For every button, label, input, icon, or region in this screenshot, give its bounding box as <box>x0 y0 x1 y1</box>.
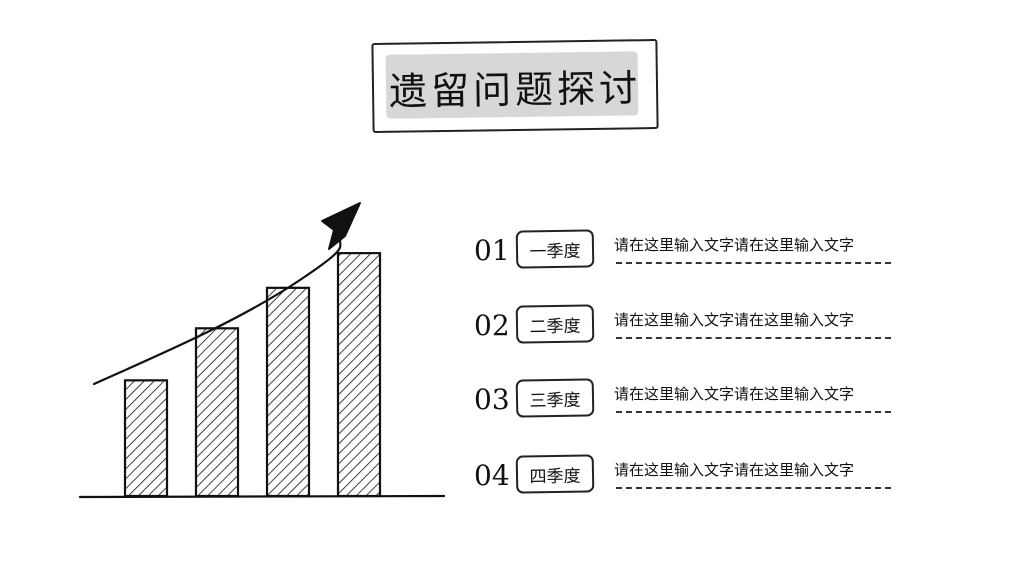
quarter-badge: 二季度 <box>515 304 595 344</box>
chart-baseline <box>78 494 446 499</box>
trend-arrow-line <box>92 230 345 386</box>
trend-arrow-head-icon <box>321 202 361 250</box>
dashed-underline <box>616 337 891 339</box>
quarter-badge: 四季度 <box>515 454 595 494</box>
bar-3 <box>265 286 311 498</box>
dashed-underline <box>616 411 891 413</box>
item-text: 请在这里输入文字请在这里输入文字 <box>614 461 855 479</box>
list-item: 02 二季度 请在这里输入文字请在这里输入文字 <box>474 304 904 355</box>
quarter-badge: 一季度 <box>515 229 595 269</box>
item-number: 03 <box>474 383 510 416</box>
item-number: 02 <box>474 309 510 342</box>
bar-4 <box>336 252 382 498</box>
list-item: 04 四季度 请在这里输入文字请在这里输入文字 <box>474 454 904 505</box>
bar-1 <box>123 379 169 498</box>
dashed-underline <box>616 487 891 489</box>
item-number: 01 <box>474 234 510 267</box>
list-item: 03 三季度 请在这里输入文字请在这里输入文字 <box>474 378 904 429</box>
list-item: 01 一季度 请在这里输入文字请在这里输入文字 <box>474 229 904 280</box>
quarter-badge: 三季度 <box>515 378 595 418</box>
item-text: 请在这里输入文字请在这里输入文字 <box>614 311 855 329</box>
item-number: 04 <box>474 459 510 492</box>
item-text: 请在这里输入文字请在这里输入文字 <box>614 385 855 403</box>
dashed-underline <box>616 262 891 264</box>
item-text: 请在这里输入文字请在这里输入文字 <box>614 236 855 254</box>
bar-2 <box>194 327 240 498</box>
